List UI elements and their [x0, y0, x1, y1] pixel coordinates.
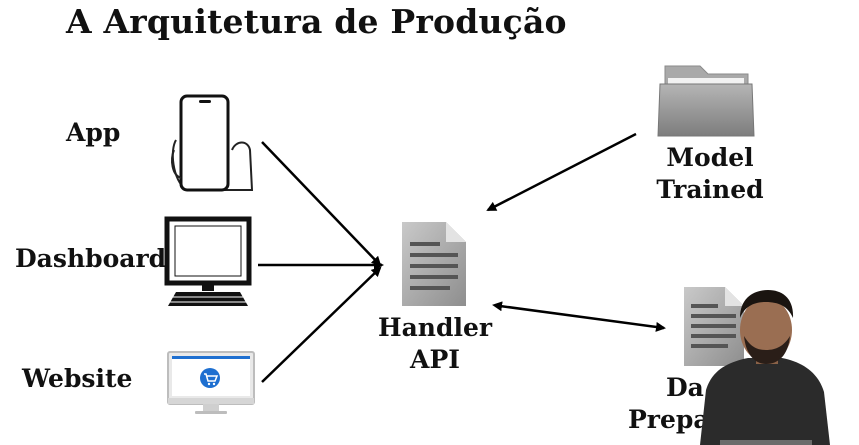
arrow-model-to-handler [486, 132, 637, 212]
handler-label-line1: Handler [377, 313, 493, 342]
data-prep-document-icon [684, 287, 744, 366]
imac-website-icon [167, 351, 255, 414]
model-label-line1: Model [666, 143, 754, 172]
data-prep-label-line2: Prepa [628, 405, 710, 434]
model-trained-label: Model Trained [640, 142, 780, 206]
app-label: App [66, 118, 121, 147]
arrow-handler-dataprep-bidirectional [492, 301, 666, 332]
data-prep-label-line1: Da [666, 373, 704, 402]
handler-api-label: Handler API [370, 312, 500, 376]
desktop-monitor-icon [164, 216, 252, 306]
website-label: Website [22, 364, 133, 393]
arrow-app-to-handler [261, 141, 382, 267]
handler-document-icon [402, 222, 466, 306]
handler-label-line2: API [410, 345, 460, 374]
dashboard-label: Dashboard [15, 244, 167, 273]
slide-title: A Arquitetura de Produção [66, 2, 567, 41]
smartphone-icon [166, 92, 260, 194]
folder-icon [657, 65, 755, 137]
arrow-website-to-handler [261, 266, 382, 383]
data-prep-label: Da Prepa [620, 372, 760, 436]
model-label-line2: Trained [656, 175, 764, 204]
presenter-video-overlay [700, 290, 830, 445]
